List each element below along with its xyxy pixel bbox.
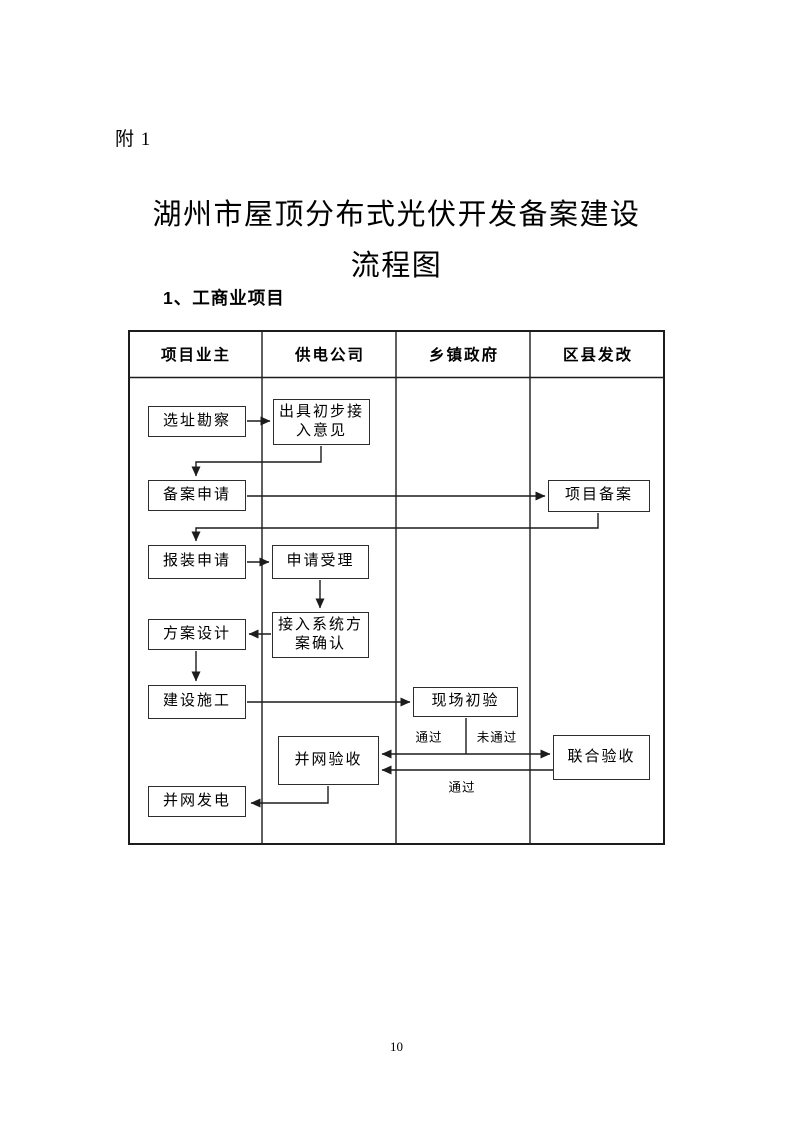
lane-header-township-gov: 乡镇政府 <box>428 346 499 364</box>
node-construction: 建设施工 <box>148 685 246 719</box>
page-number: 10 <box>390 1039 403 1054</box>
document-title: 湖州市屋顶分布式光伏开发备案建设 流程图 <box>0 190 793 292</box>
node-joint-acceptance: 联合验收 <box>553 735 650 780</box>
node-initial-access-opinion: 出具初步接 入意见 <box>273 399 370 445</box>
edge-opinion-to-filing-apply <box>191 446 322 477</box>
edge-label-pass-return: 通过 <box>447 776 477 796</box>
node-grid-power-generation: 并网发电 <box>148 786 246 817</box>
node-application-acceptance: 申请受理 <box>272 545 369 579</box>
section-heading: 1、工商业项目 <box>163 288 285 308</box>
node-site-survey: 选址勘察 <box>148 406 246 437</box>
attachment-label: 附 1 <box>115 129 152 150</box>
edge-label-fail: 未通过 <box>475 726 519 746</box>
lane-header-project-owner: 项目业主 <box>160 346 231 364</box>
document-title-line2: 流程图 <box>350 250 443 282</box>
edge-label-pass: 通过 <box>414 726 444 746</box>
node-scheme-design: 方案设计 <box>148 619 246 650</box>
flow-connectors <box>191 416 599 808</box>
edge-project-filing-to-install-apply <box>191 513 599 542</box>
edge-grid-acceptance-to-generation <box>250 786 329 808</box>
node-installation-application: 报装申请 <box>148 545 246 579</box>
lane-header-power-company: 供电公司 <box>294 346 365 364</box>
document-title-line1: 湖州市屋顶分布式光伏开发备案建设 <box>152 199 641 231</box>
node-access-scheme-confirmation: 接入系统方 案确认 <box>272 612 369 658</box>
node-project-filing: 项目备案 <box>548 480 650 512</box>
node-filing-application: 备案申请 <box>148 480 246 511</box>
node-grid-connection-acceptance: 并网验收 <box>278 736 379 785</box>
node-site-initial-inspection: 现场初验 <box>413 687 518 717</box>
lane-header-county-drc: 区县发改 <box>562 346 633 364</box>
